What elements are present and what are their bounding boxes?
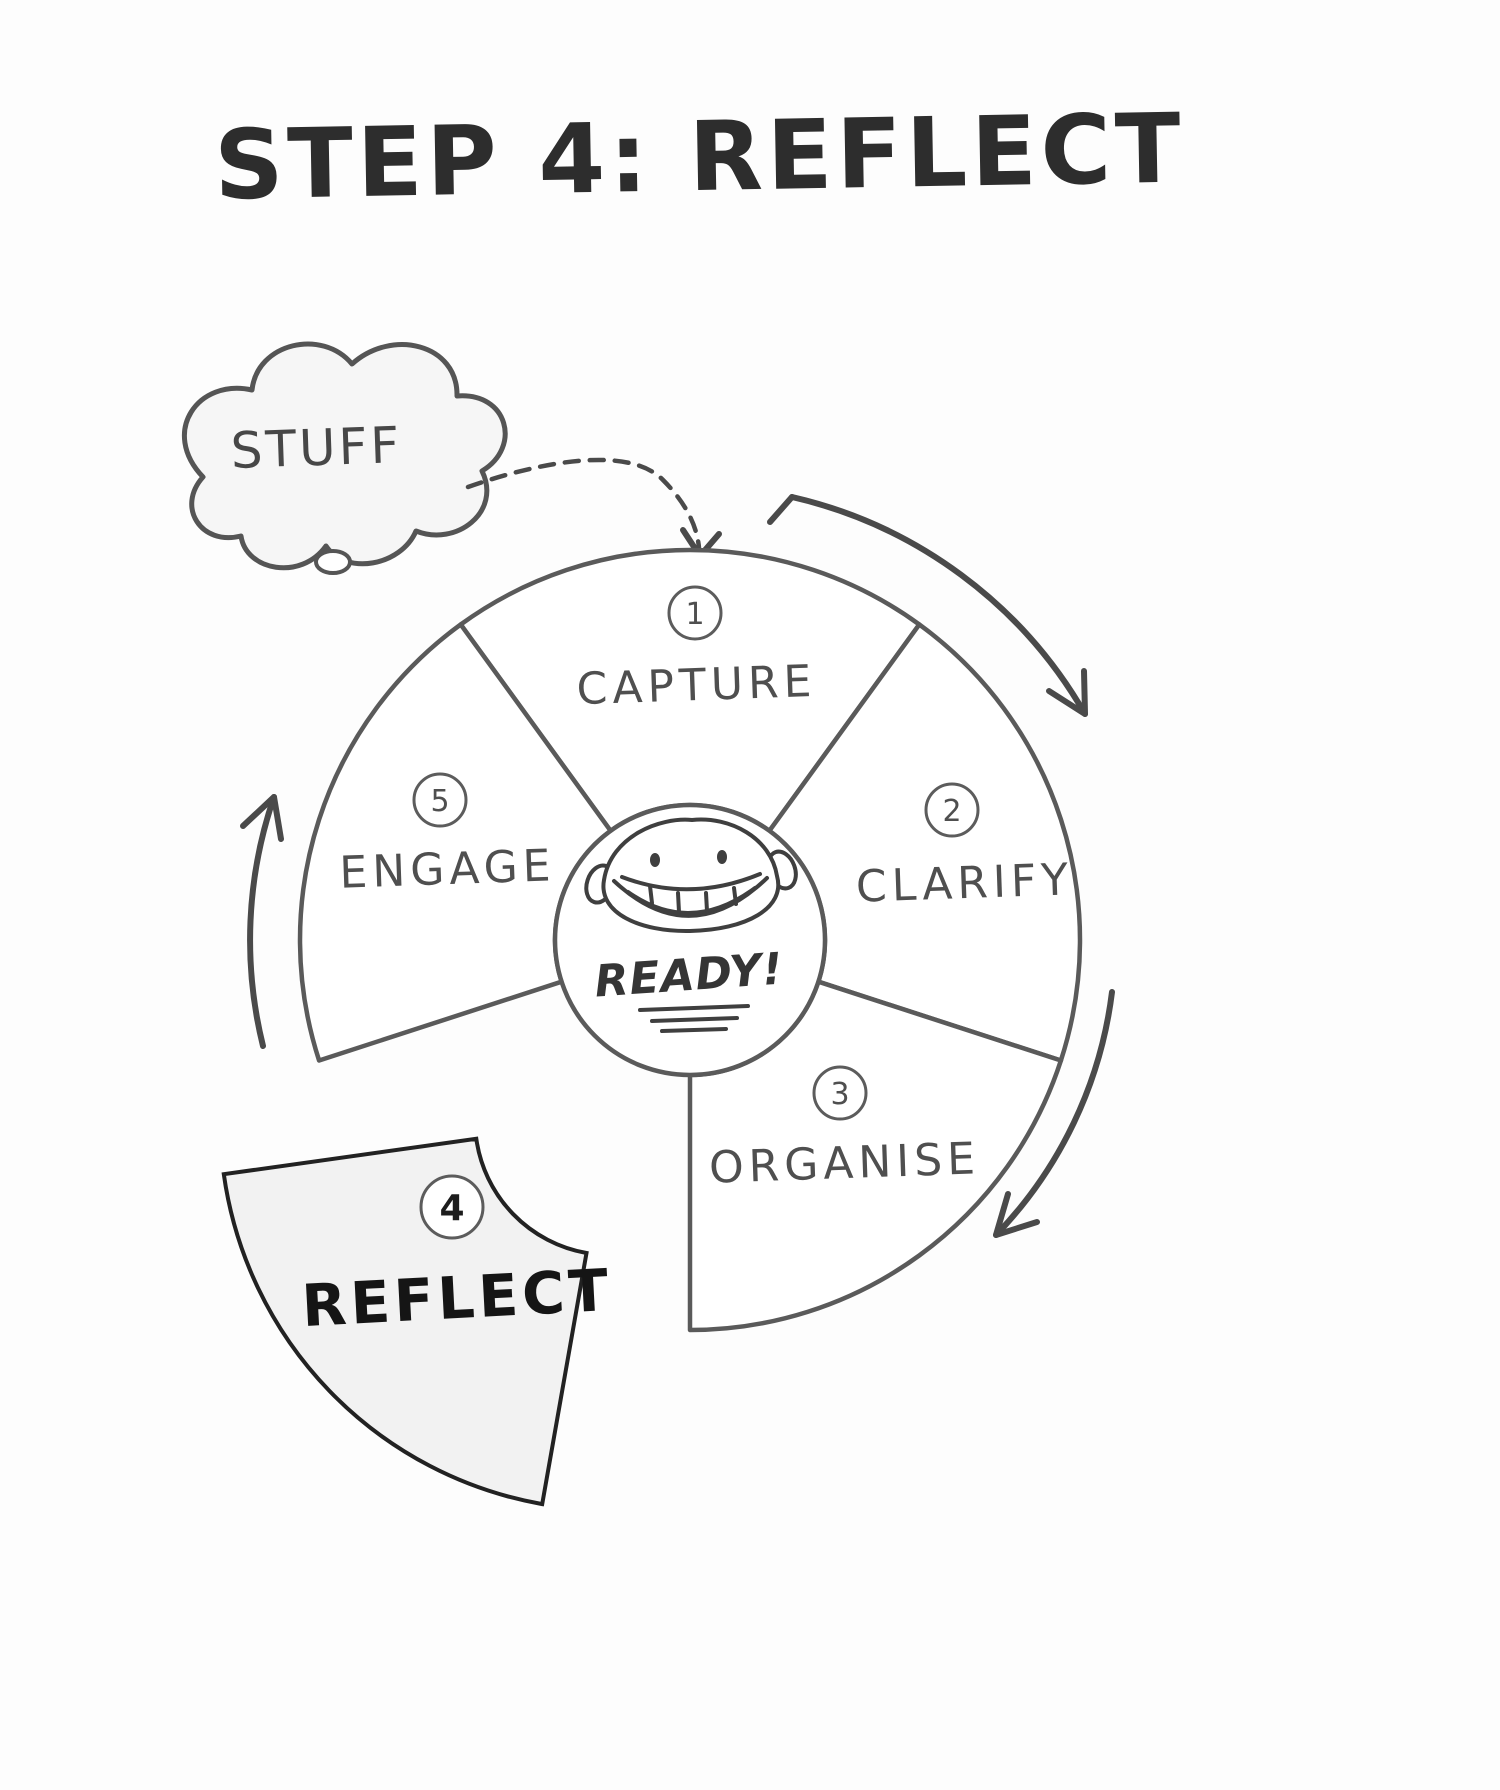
upper-lip [620, 872, 762, 892]
teeth-line [626, 886, 757, 916]
stuff-cloud-label: STUFF [230, 416, 403, 480]
cycle-arrowhead-top-icon [1046, 668, 1088, 717]
right-eye-icon [717, 850, 727, 864]
ready-underline [638, 1004, 750, 1033]
workflow-wheel: READY! 1 CAPTURE 2 CLARIFY 3 ORGANISE 5 … [297, 547, 1083, 1333]
left-eye-icon [650, 853, 660, 867]
step-2-label: CLARIFY [855, 854, 1074, 913]
page-title: STEP 4: REFLECT [213, 93, 1185, 222]
sector-reflect: 4 REFLECT [221, 1136, 614, 1507]
cycle-arrow-top [789, 494, 1088, 717]
step-3-label: ORGANISE [708, 1133, 981, 1193]
step-4-number: 4 [439, 1188, 464, 1229]
step-5-badge [412, 772, 468, 828]
step-3-number: 3 [830, 1077, 849, 1112]
cycle-arrow-left [247, 794, 277, 1049]
cycle-arrowhead-right-icon [993, 1191, 1040, 1238]
step-3-badge [812, 1065, 868, 1121]
step-5-number: 5 [430, 784, 449, 819]
inflow-arrow-path [465, 457, 702, 551]
step-5-label: ENGAGE [339, 840, 557, 899]
cycle-arrows [240, 494, 1115, 1238]
step-1-badge [667, 585, 723, 641]
stuff-inflow-arrow [465, 457, 722, 559]
step-4-badge [419, 1174, 485, 1240]
step-2-number: 2 [942, 794, 961, 829]
step-1-label: CAPTURE [576, 656, 817, 715]
ready-face [584, 817, 798, 934]
cloud-puff [314, 549, 352, 575]
cycle-arrow-top-tail [767, 494, 795, 525]
step-1-number: 1 [685, 597, 704, 632]
cloud-shape [181, 341, 508, 571]
step-4-label: REFLECT [300, 1256, 614, 1340]
cycle-arrowhead-left-icon [240, 794, 284, 842]
stuff-cloud: STUFF [181, 341, 508, 575]
teeth-ticks [648, 884, 738, 914]
reflect-wedge-shape [221, 1136, 589, 1507]
step-2-badge [924, 782, 980, 838]
cycle-arrow-right [993, 989, 1115, 1238]
